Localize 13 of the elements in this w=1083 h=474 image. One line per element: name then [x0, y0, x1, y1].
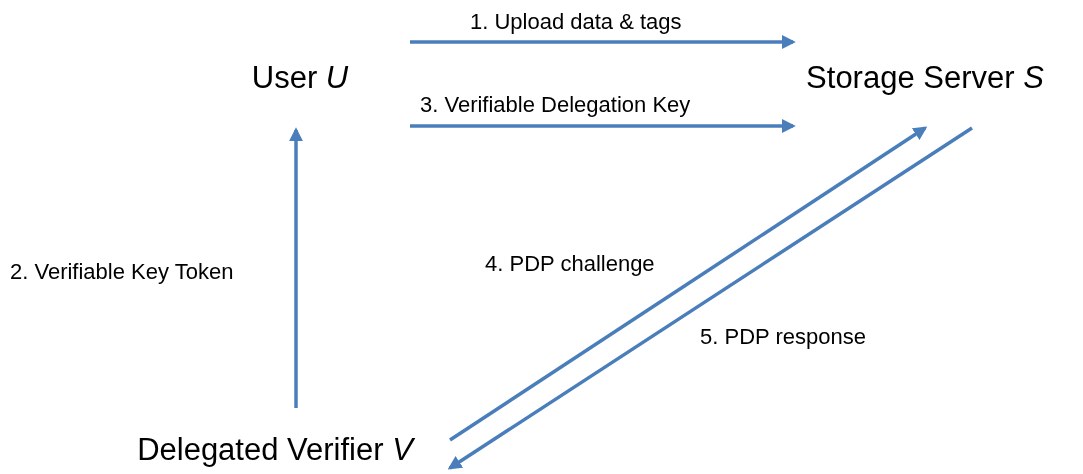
- arrow: [410, 35, 796, 49]
- edge-label: 1. Upload data & tags: [470, 8, 682, 36]
- arrow: [410, 119, 796, 133]
- edge-label: 5. PDP response: [700, 323, 866, 351]
- arrow: [449, 126, 928, 442]
- edge-label: 3. Verifiable Delegation Key: [420, 91, 691, 119]
- edge-label: 2. Verifiable Key Token: [10, 258, 234, 286]
- edge-label: 4. PDP challenge: [485, 250, 655, 278]
- node-label: User U: [251, 59, 349, 97]
- arrow: [289, 127, 303, 408]
- node-label: Delegated Verifier V: [137, 431, 413, 469]
- arrow: [447, 126, 973, 470]
- node-label: Storage Server S: [806, 59, 1044, 97]
